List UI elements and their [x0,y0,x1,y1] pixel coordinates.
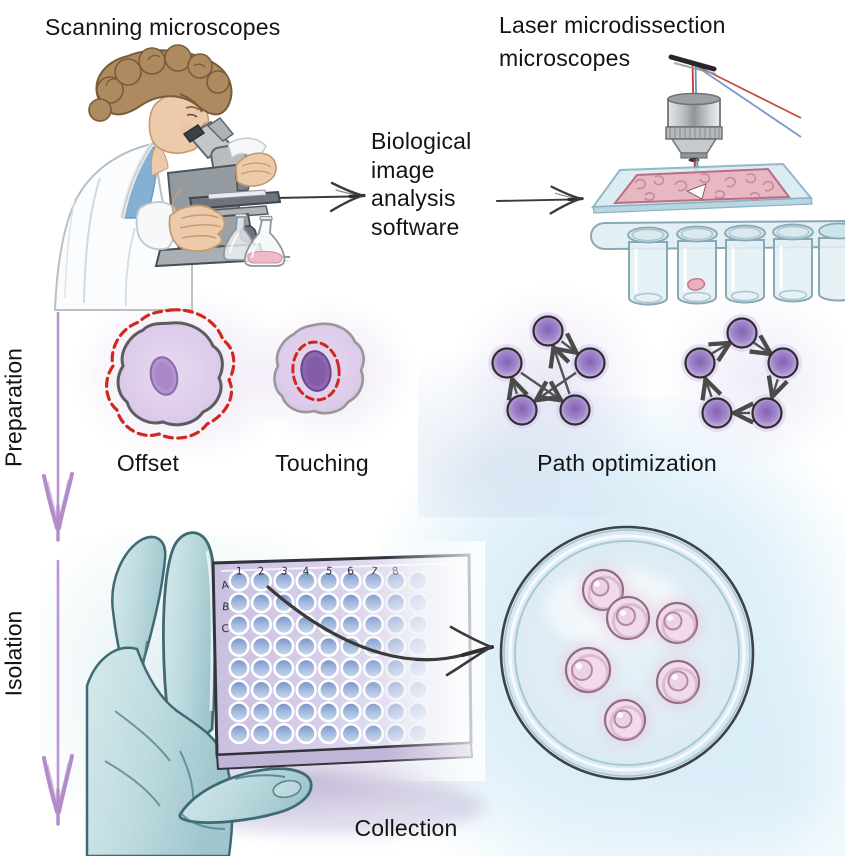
collected-cell [655,659,701,705]
scanning-microscopes-title: Scanning microscopes [45,14,281,40]
graph-node [559,394,591,426]
preparation-flow-arrow-icon [42,311,74,542]
collection-label: Collection [354,815,458,841]
graph-unoptimized [488,312,609,429]
software-line: image [371,156,435,183]
well [362,701,385,723]
well [250,701,272,723]
well [340,723,362,745]
collection-tube-strip-icon [589,219,845,306]
lmd-title-line1: Laser microdissection [499,12,726,38]
petri-dish-illustration [499,525,755,781]
offset-cut-cell-illustration [105,308,236,440]
collected-cell [605,595,651,641]
well [273,701,295,723]
well [228,613,250,636]
scientist-head [88,44,233,177]
graph-node [491,347,523,379]
well [273,723,295,745]
software-line: Biological [371,128,472,154]
collected-cell [655,601,699,645]
well [228,679,250,701]
collection-tubes [628,237,845,306]
well [228,723,250,745]
lmd-title-line2: microscopes [499,45,631,71]
graph-node [574,347,606,379]
graph-node [701,397,733,429]
graph-node [726,317,758,349]
software-line: software [371,213,460,240]
well [362,723,385,745]
graph-node [532,315,564,347]
isolation-stage-label: Isolation [0,610,27,697]
plate-row-label: B [222,601,230,614]
well [295,701,317,723]
arrow-scanning-to-software-icon [274,181,366,213]
blue-shirt [119,142,158,219]
collected-cell [564,646,612,694]
isolation-flow-arrow-icon [42,559,74,826]
well [228,592,250,614]
path-optimization-graphs-illustration [488,312,802,432]
lab-coat [53,142,193,311]
offset-label: Offset [116,450,180,476]
arrow-plate-to-dish-icon [266,585,494,677]
well [340,701,362,723]
graph-node [506,394,538,426]
well [295,723,317,745]
collected-cell [603,698,647,742]
well [250,723,272,745]
lmd-microscopes-title: Laser microdissection microscopes [499,9,726,75]
path-optimization-label: Path optimization [537,450,717,476]
well [228,635,250,657]
plate-column-label: 1 [236,565,243,577]
well [318,701,340,723]
graph-node [767,347,799,379]
well [228,701,250,723]
laser-microdissection-illustration [589,54,845,306]
software-line: analysis [371,185,456,211]
arrow-software-to-lmd-icon [495,185,584,215]
graph-node [684,347,716,379]
preparation-stage-label: Preparation [0,348,27,467]
touching-label: Touching [275,450,369,476]
well [318,723,340,745]
graph-node [751,397,783,429]
flask-icons [223,213,286,267]
software-label: Biological image analysis software [371,127,471,241]
tissue-fragment-icon [687,278,706,291]
well [228,657,250,679]
scientist-at-microscope-illustration [53,44,291,311]
mirror-icon [668,54,717,75]
objective-lens-icon [665,92,723,194]
right-hand [227,137,277,187]
touching-cut-cell-illustration [273,322,365,415]
plate-row-label: C [221,623,229,636]
slide-with-tissue-icon [590,162,814,214]
left-hand [135,189,226,252]
graph-optimized [681,314,802,432]
